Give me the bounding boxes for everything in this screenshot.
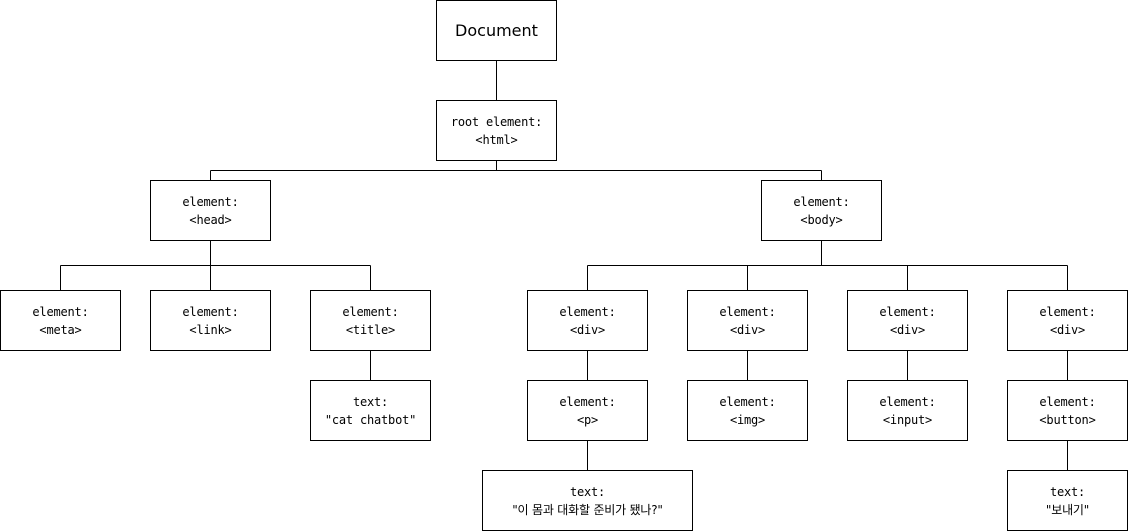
meta-node: element: <meta>: [0, 290, 121, 351]
node-tag: <input>: [882, 412, 933, 427]
node-label: element:: [182, 194, 239, 209]
node-label: text:: [569, 484, 606, 499]
div-node-3: element: <div>: [847, 290, 968, 351]
node-tag: <head>: [189, 212, 232, 227]
node-label: element:: [793, 194, 850, 209]
node-tag: <p>: [576, 412, 599, 427]
head-node: element: <head>: [150, 180, 271, 241]
body-node: element: <body>: [761, 180, 882, 241]
node-label: element:: [1039, 304, 1096, 319]
node-label: element:: [559, 304, 616, 319]
html-node: root element: <html>: [436, 100, 557, 161]
node-label: Document: [455, 20, 538, 40]
node-text: "cat chatbot": [324, 412, 417, 427]
title-node: element: <title>: [310, 290, 431, 351]
node-label: element:: [719, 304, 776, 319]
node-label: root element:: [450, 114, 543, 129]
node-label: text:: [352, 394, 389, 409]
div-node-1: element: <div>: [527, 290, 648, 351]
node-tag: <div>: [729, 322, 766, 337]
node-tag: <div>: [889, 322, 926, 337]
button-node: element: <button>: [1007, 380, 1128, 441]
link-node: element: <link>: [150, 290, 271, 351]
node-label: text:: [1049, 484, 1086, 499]
node-label: element:: [1039, 394, 1096, 409]
document-node: Document: [436, 0, 557, 61]
node-tag: <title>: [345, 322, 396, 337]
node-label: element:: [879, 394, 936, 409]
node-tag: <img>: [729, 412, 766, 427]
div-node-4: element: <div>: [1007, 290, 1128, 351]
node-tag: <html>: [475, 132, 518, 147]
node-tag: <body>: [800, 212, 843, 227]
div-node-2: element: <div>: [687, 290, 808, 351]
node-label: element:: [719, 394, 776, 409]
title-text-node: text: "cat chatbot": [310, 380, 431, 441]
node-label: element:: [32, 304, 89, 319]
node-text: "보내기": [1045, 502, 1090, 517]
p-text-node: text: "이 몸과 대화할 준비가 됐나?": [482, 470, 693, 531]
button-text-node: text: "보내기": [1007, 470, 1128, 531]
node-tag: <link>: [189, 322, 232, 337]
node-label: element:: [342, 304, 399, 319]
node-tag: <div>: [569, 322, 606, 337]
node-tag: <meta>: [39, 322, 82, 337]
node-text: "이 몸과 대화할 준비가 됐나?": [512, 502, 663, 517]
node-label: element:: [182, 304, 239, 319]
node-tag: <div>: [1049, 322, 1086, 337]
node-label: element:: [559, 394, 616, 409]
node-label: element:: [879, 304, 936, 319]
p-node: element: <p>: [527, 380, 648, 441]
img-node: element: <img>: [687, 380, 808, 441]
node-tag: <button>: [1039, 412, 1096, 427]
input-node: element: <input>: [847, 380, 968, 441]
